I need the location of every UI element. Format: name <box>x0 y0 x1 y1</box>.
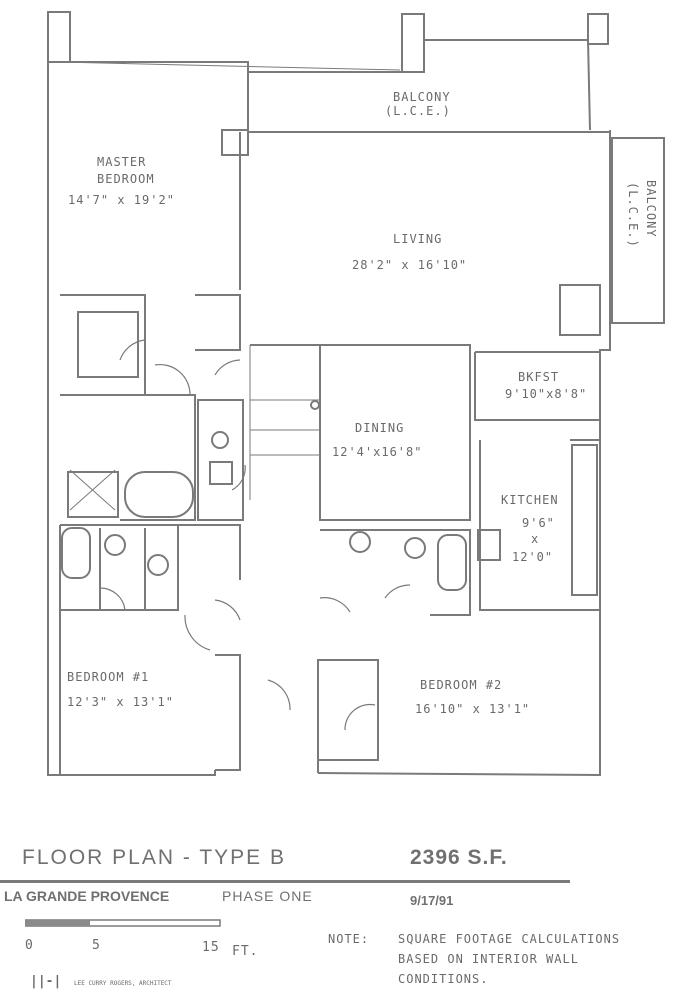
column-balcony-left <box>401 13 425 73</box>
master-bedroom-label-1: MASTER <box>97 155 147 169</box>
kitchen-dim-1: 9'6" <box>522 516 555 530</box>
dining-label: DINING <box>355 421 405 435</box>
date-label: 9/17/91 <box>410 893 454 908</box>
balcony-right-note: (L.C.E.) <box>626 182 640 248</box>
closet-bed2 <box>317 659 379 761</box>
note-label: NOTE: <box>328 932 370 946</box>
note-line-2: BASED ON INTERIOR WALL <box>398 952 579 966</box>
title-underline <box>0 880 570 883</box>
scale-tick-5: 5 <box>92 938 101 953</box>
kitchen-label: KITCHEN <box>501 493 559 507</box>
outer-wall-bottom <box>317 620 601 777</box>
phase-label: PHASE ONE <box>222 888 313 904</box>
column-top-right <box>587 13 609 45</box>
scale-unit: FT. <box>232 944 259 959</box>
wall-bedroom1-top <box>59 524 241 611</box>
bkfst-dims: 9'10"x8'8" <box>505 387 588 401</box>
bedroom2-label: BEDROOM #2 <box>420 678 503 692</box>
closet-master <box>77 311 139 378</box>
column-top-left <box>47 11 71 63</box>
outer-wall-right <box>599 130 611 620</box>
bedroom2-dims: 16'10" x 13'1" <box>415 702 531 716</box>
wall-living-dining <box>250 344 471 521</box>
wall-master-living <box>221 129 249 290</box>
balcony-top-outline <box>248 39 610 133</box>
kitchen-dim-x: x <box>531 532 540 546</box>
scale-bar <box>25 919 221 927</box>
master-bedroom-dims: 14'7" x 19'2" <box>68 193 175 207</box>
shower-master <box>67 471 119 518</box>
architect-name: LEE CURRY ROGERS, ARCHITECT <box>74 980 172 987</box>
balcony-top-note: (L.C.E.) <box>385 104 451 118</box>
balcony-right-label: BALCONY <box>644 180 658 238</box>
plan-title: FLOOR PLAN - TYPE B <box>22 846 287 869</box>
wall-bedroom1-right <box>59 610 241 775</box>
area-label: 2396 S.F. <box>410 846 508 869</box>
bkfst-label: BKFST <box>518 370 560 384</box>
outer-wall-left <box>47 12 216 776</box>
kitchen-dim-2: 12'0" <box>512 550 554 564</box>
project-name: LA GRANDE PROVENCE <box>4 888 170 904</box>
note-line-1: SQUARE FOOTAGE CALCULATIONS <box>398 932 621 946</box>
bathtub-bath2 <box>437 534 467 591</box>
bathtub-master <box>124 471 194 518</box>
scale-tick-15: 15 <box>202 940 220 955</box>
master-bedroom-label-2: BEDROOM <box>97 172 155 186</box>
dining-dims: 12'4'x16'8" <box>332 445 423 459</box>
balcony-top-label: BALCONY <box>393 90 451 104</box>
door-swings <box>99 339 411 731</box>
note-line-3: CONDITIONS. <box>398 972 489 986</box>
outer-wall-top-master <box>48 11 249 132</box>
scale-tick-0: 0 <box>25 938 34 953</box>
bedroom1-dims: 12'3" x 13'1" <box>67 695 174 709</box>
living-label: LIVING <box>393 232 443 246</box>
bedroom1-label: BEDROOM #1 <box>67 670 150 684</box>
wall-bkfst <box>474 351 600 421</box>
balcony-right-outline <box>611 137 665 324</box>
bathtub-bed1 <box>61 527 91 579</box>
living-dims: 28'2" x 16'10" <box>352 258 468 272</box>
architect-logo: ||-| <box>30 974 62 989</box>
kitchen-counter <box>479 439 601 611</box>
